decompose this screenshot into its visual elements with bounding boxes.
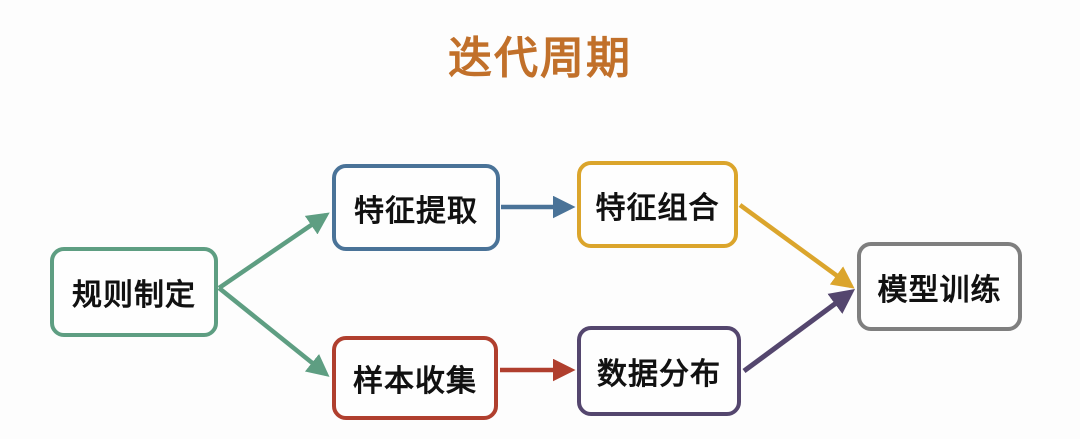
node-feature-extraction[interactable]: 特征提取 [332,164,500,251]
node-sample-collection[interactable]: 样本收集 [332,336,498,420]
node-label: 特征提取 [354,193,478,229]
edge-data-distribution-to-model-training [742,289,856,374]
edge-rule-to-sample-collection [217,286,330,377]
node-label: 样本收集 [353,364,477,399]
node-rule-definition[interactable]: 规则制定 [50,247,218,337]
node-feature-combination[interactable]: 特征组合 [577,161,738,248]
node-label: 模型训练 [877,272,1002,308]
node-model-training[interactable]: 模型训练 [857,242,1022,331]
node-label: 特征组合 [595,190,720,226]
node-label: 规则制定 [72,278,196,313]
edge-rule-to-feature-extraction [217,212,330,290]
edge-feature-combination-to-model-training [738,203,855,289]
page-title: 迭代周期 [448,33,632,84]
node-data-distribution[interactable]: 数据分布 [577,326,741,416]
node-label: 数据分布 [597,357,721,392]
